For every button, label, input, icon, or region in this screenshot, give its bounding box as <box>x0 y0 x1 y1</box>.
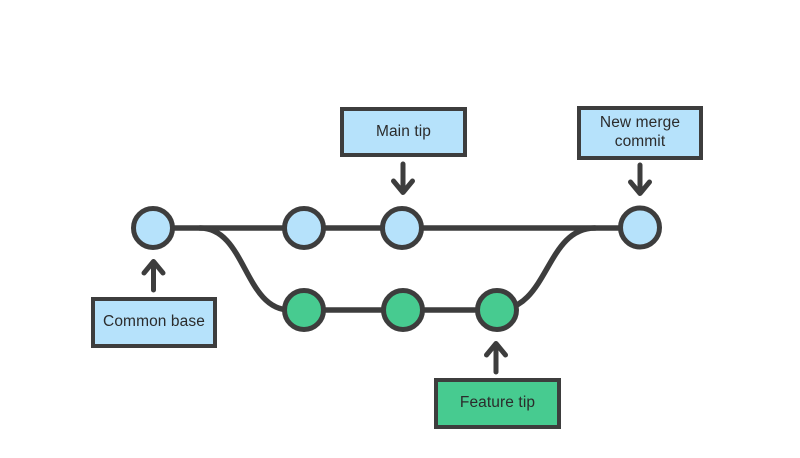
branch-off-curve <box>197 225 293 313</box>
arrow-down-icon <box>391 161 415 195</box>
common-base-label-box: Common base <box>91 297 217 348</box>
arrow-up-icon <box>484 341 508 375</box>
arrow-down-icon <box>628 162 652 196</box>
commit-node-main-2 <box>282 206 326 250</box>
main-tip-label-box: Main tip <box>340 107 467 157</box>
commit-node-feature-2 <box>381 288 425 332</box>
commit-node-common-base <box>131 206 175 250</box>
new-merge-commit-label-box: New merge commit <box>577 106 703 160</box>
feature-tip-label-box: Feature tip <box>434 378 561 429</box>
commit-node-main-tip <box>380 206 424 250</box>
arrow-up-icon <box>141 259 166 293</box>
commit-node-feature-tip <box>475 288 519 332</box>
commit-node-feature-1 <box>282 288 326 332</box>
commit-node-new-merge <box>618 205 662 250</box>
